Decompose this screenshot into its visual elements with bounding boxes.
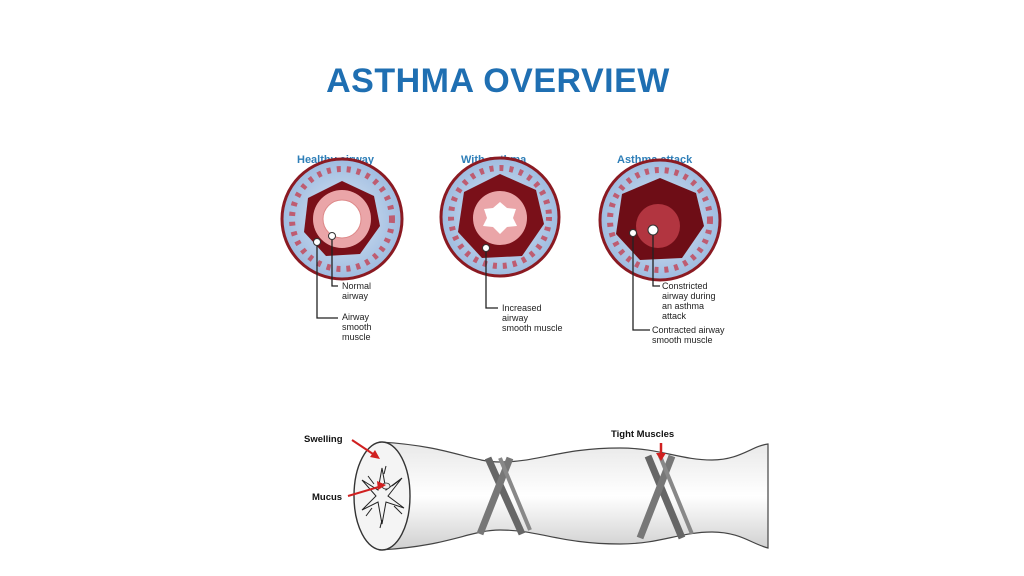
tube-opening — [353, 441, 411, 551]
healthy-lumen — [322, 199, 362, 239]
healthy-vessels — [289, 166, 395, 272]
healthy-callout-2: airway — [342, 291, 369, 301]
asthma-vessels — [448, 165, 552, 269]
attack-leader-2 — [632, 237, 650, 331]
airway-tube — [379, 441, 769, 551]
asthma-pointer-dot — [482, 244, 490, 252]
healthy-callout-4: smooth — [342, 322, 372, 332]
healthy-pointer-dot-1 — [328, 232, 336, 240]
attack-callout-5: Contracted airway — [652, 325, 725, 335]
healthy-callout-3: Airway — [342, 312, 370, 322]
healthy-pointer-dot-2 — [313, 238, 321, 246]
asthma-lumen — [483, 202, 517, 234]
healthy-callout-5: muscle — [342, 332, 371, 342]
healthy-airway-section: Healthy airway Normal airway Airway smoo… — [280, 154, 404, 342]
attack-callout-2: airway during — [662, 291, 716, 301]
tight-muscles-label: Tight Muscles — [611, 429, 674, 440]
healthy-leader-2 — [316, 246, 338, 319]
swelling-arrowhead — [370, 450, 380, 459]
muscle-band-1 — [476, 456, 532, 536]
asthma-leader — [485, 252, 498, 309]
attack-leader-1 — [652, 235, 660, 287]
asthma-attack-section: Asthma attack Constricted airway during … — [598, 154, 725, 345]
swelling-label: Swelling — [304, 434, 343, 445]
attack-wall — [636, 204, 680, 248]
attack-callout-4: attack — [662, 311, 687, 321]
with-asthma-section: With asthma Increased airway smooth musc… — [439, 154, 563, 333]
airway-tube-illustration: Swelling Mucus Tight Muscles — [304, 429, 769, 551]
attack-callout-1: Constricted — [662, 281, 708, 291]
tight-muscles-arrowhead — [656, 453, 666, 461]
asthma-callout-2: airway — [502, 313, 529, 323]
asthma-callout-1: Increased — [502, 303, 542, 313]
attack-callout-3: an asthma — [662, 301, 704, 311]
mucus-arrowhead — [377, 481, 386, 490]
muscle-band-2 — [636, 454, 694, 540]
attack-callout-6: smooth muscle — [652, 335, 713, 345]
attack-vessels — [607, 167, 713, 273]
mucus-arrow — [347, 485, 383, 497]
slide-title: ASTHMA OVERVIEW — [326, 62, 670, 100]
mucus-label: Mucus — [312, 492, 342, 503]
attack-pointer-dot — [629, 229, 637, 237]
healthy-callout-1: Normal — [342, 281, 371, 291]
inflamed-lining — [361, 465, 405, 529]
healthy-leader-1 — [331, 240, 338, 287]
swelling-arrow — [351, 439, 377, 457]
asthma-callout-3: smooth muscle — [502, 323, 563, 333]
attack-lumen — [647, 224, 659, 236]
